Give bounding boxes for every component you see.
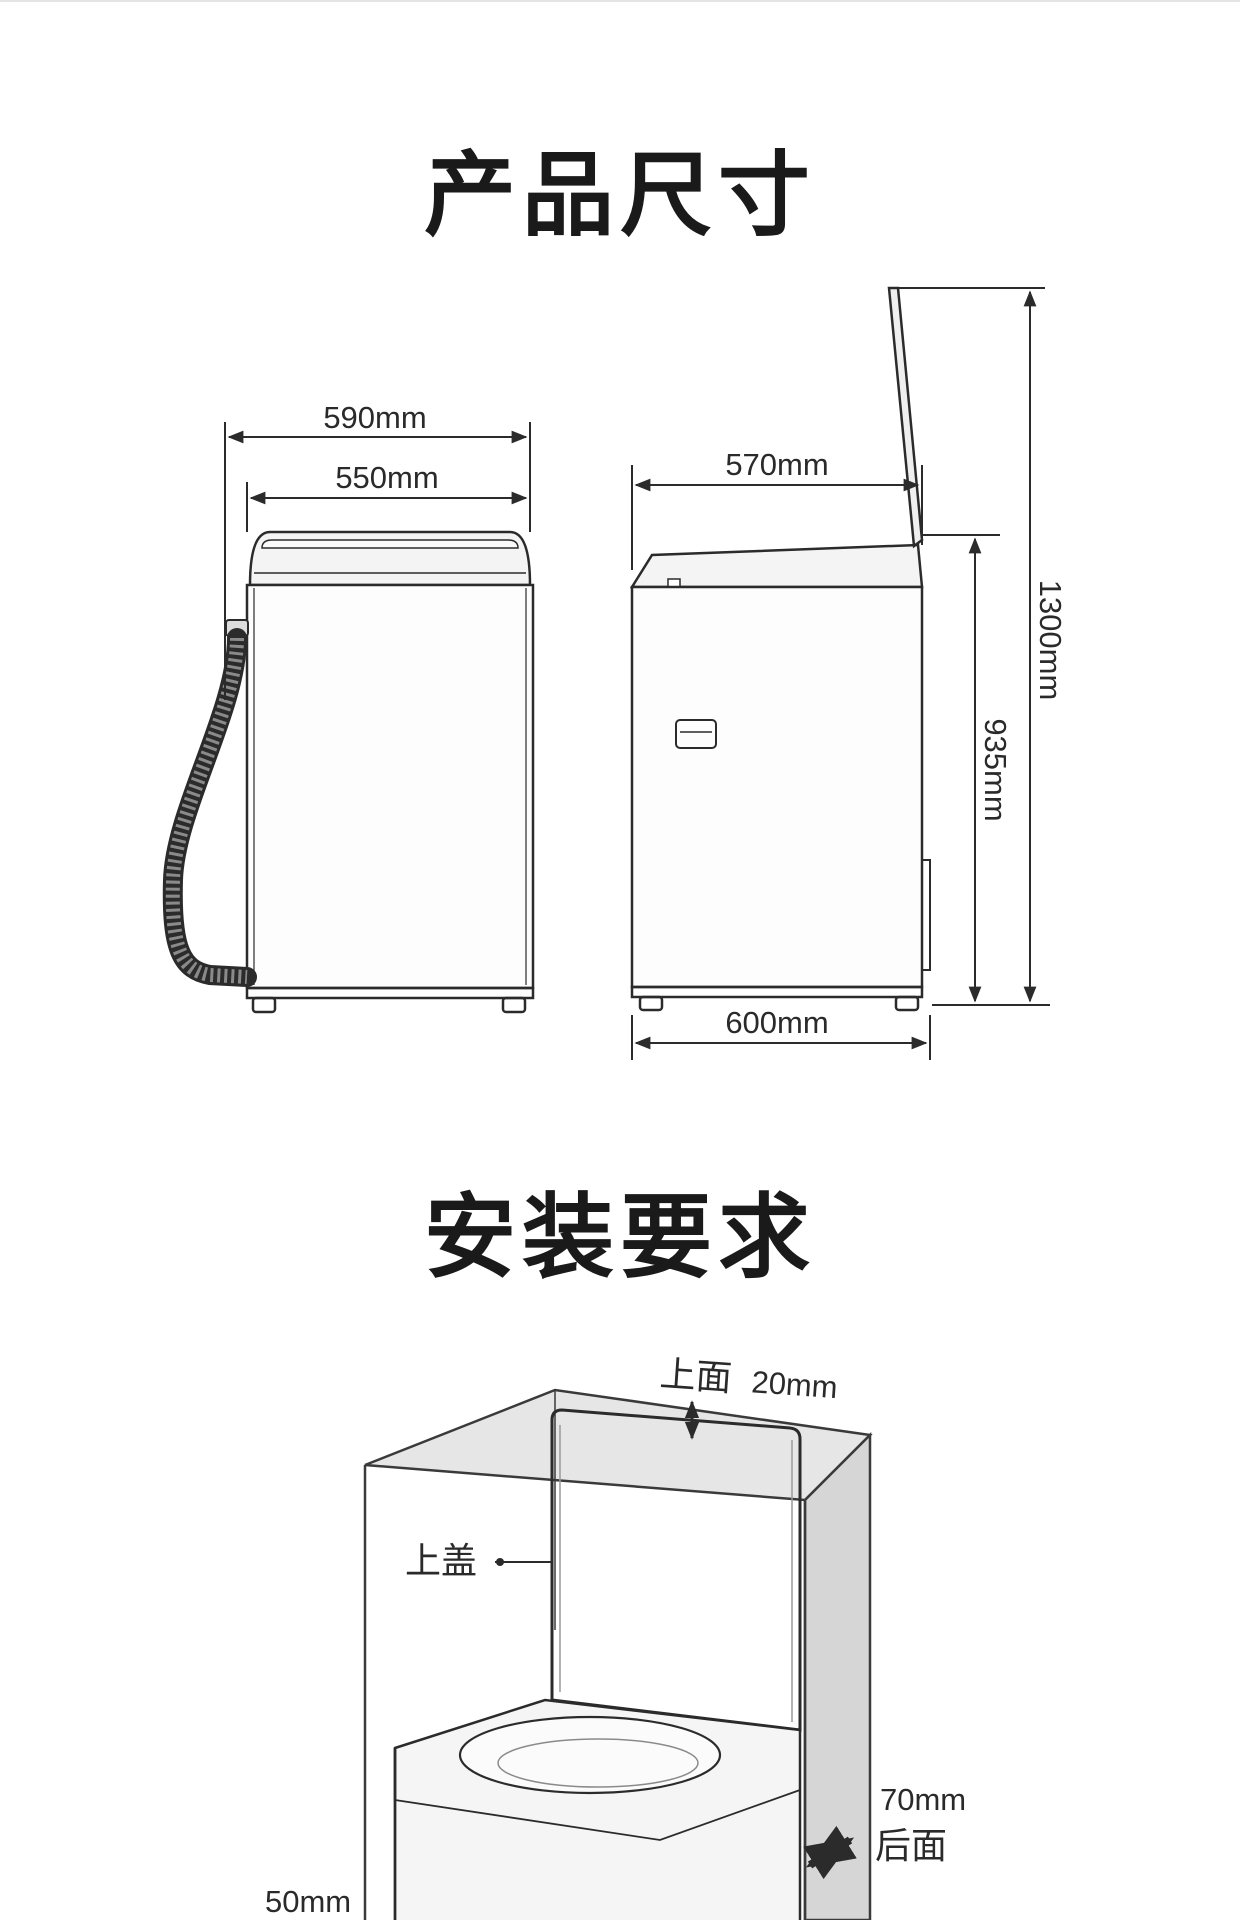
drum-opening bbox=[458, 1715, 722, 1795]
top-clearance-value: 20mm bbox=[750, 1364, 838, 1405]
section-title-install-requirements: 安装要求 bbox=[423, 1184, 816, 1291]
cabinet-depth-label: 570mm bbox=[725, 447, 828, 482]
cabinet-width-label: 550mm bbox=[335, 460, 438, 495]
lid-open-height-label: 1300mm bbox=[1033, 580, 1068, 701]
overall-width-label: 590mm bbox=[323, 400, 426, 435]
section-title-product-size: 产品尺寸 bbox=[423, 142, 816, 249]
product-size-diagram: 590mm 550mm 570mm 600mm 935mm 1300mm bbox=[162, 286, 1068, 1060]
drain-hose bbox=[162, 619, 257, 987]
back-clearance-label: 后面 bbox=[875, 1826, 947, 1867]
open-lid bbox=[887, 286, 924, 549]
install-clearance-diagram: 上面 20mm 上盖 70mm 后面 50mm bbox=[265, 1354, 966, 1920]
back-clearance-arrow bbox=[803, 1825, 857, 1880]
installation-space-box bbox=[363, 1388, 873, 1920]
side-view-machine bbox=[629, 286, 931, 1012]
top-divider bbox=[0, 0, 1240, 2]
top-clearance-label: 上面 bbox=[658, 1354, 733, 1400]
front-view-machine bbox=[245, 530, 535, 1014]
back-clearance-value: 70mm bbox=[880, 1782, 966, 1817]
base-depth-label: 600mm bbox=[725, 1005, 828, 1040]
washer-body bbox=[393, 1698, 802, 1920]
lid-label: 上盖 bbox=[405, 1541, 477, 1582]
body-height-label: 935mm bbox=[978, 718, 1013, 821]
raised-lid-panel bbox=[550, 1408, 802, 1732]
side-clearance-value: 50mm bbox=[265, 1884, 351, 1919]
